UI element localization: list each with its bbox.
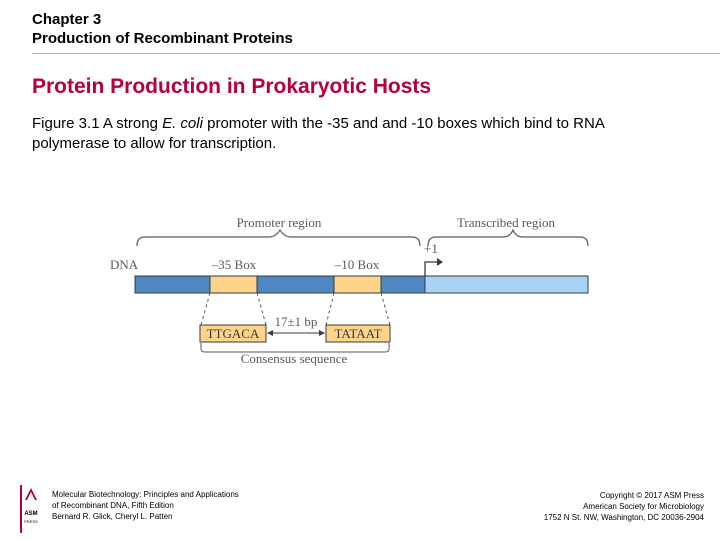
promoter-region-label: Promoter region bbox=[237, 215, 322, 230]
arrow-head bbox=[437, 258, 443, 266]
dna-promoter-segment-2 bbox=[380, 275, 426, 294]
transcribed-bracket bbox=[427, 228, 589, 247]
chapter-line: Chapter 3 bbox=[32, 11, 102, 28]
promoter-figure: Promoter region Transcribed region DNA –… bbox=[110, 215, 589, 366]
caption-suffix: promoter with the -35 and and -10 boxes … bbox=[32, 115, 604, 152]
spacing-label: 17±1 bp bbox=[275, 314, 318, 329]
dna-spacer-segment bbox=[256, 275, 335, 294]
transcription-start-arrow bbox=[424, 261, 437, 276]
seq10-label: TATAAT bbox=[334, 326, 381, 341]
header-divider bbox=[32, 53, 720, 54]
seq35-box bbox=[199, 324, 267, 343]
footer-right-line-2: American Society for Microbiology bbox=[583, 502, 704, 511]
box35-segment bbox=[209, 275, 258, 294]
seq35-label: TTGACA bbox=[207, 326, 260, 341]
spacing-arrow-right bbox=[319, 330, 325, 336]
spacing-arrow-left bbox=[267, 330, 273, 336]
box35-label: –35 Box bbox=[211, 257, 257, 272]
transcribed-region-label: Transcribed region bbox=[457, 215, 556, 230]
dna-promoter-segment-1 bbox=[134, 275, 211, 294]
seq10-box bbox=[325, 324, 391, 343]
chapter-title: Production of Recombinant Proteins bbox=[32, 30, 293, 47]
logo-text: ASM bbox=[24, 511, 37, 517]
dna-label: DNA bbox=[110, 257, 139, 272]
footer-book-info: Molecular Biotechnology: Principles and … bbox=[52, 489, 239, 522]
plus-one-label: +1 bbox=[424, 241, 438, 256]
footer-right-line-1: Copyright © 2017 ASM Press bbox=[599, 491, 704, 500]
figure-caption: Figure 3.1 A strong E. coli promoter wit… bbox=[32, 114, 682, 154]
consensus-bracket bbox=[200, 343, 390, 353]
caption-italic: E. coli bbox=[162, 115, 203, 132]
footer-left-line-2: of Recombinant DNA, Fifth Edition bbox=[52, 501, 174, 510]
footer-left-line-3: Bernard R. Glick, Cheryl L. Patten bbox=[52, 512, 173, 521]
footer-right-line-3: 1752 N St. NW, Washington, DC 20036-2904 bbox=[543, 513, 704, 522]
footer-copyright: Copyright © 2017 ASM Press American Soci… bbox=[544, 490, 704, 523]
caption-prefix: Figure 3.1 A strong bbox=[32, 115, 163, 132]
chapter-heading: Chapter 3 Production of Recombinant Prot… bbox=[32, 10, 293, 48]
slide-title: Protein Production in Prokaryotic Hosts bbox=[32, 75, 432, 98]
asm-press-logo: ASM PRESS bbox=[20, 485, 38, 533]
promoter-bracket bbox=[136, 228, 421, 247]
dna-transcribed-segment bbox=[424, 275, 589, 294]
svg-text:PRESS: PRESS bbox=[24, 519, 38, 524]
consensus-label: Consensus sequence bbox=[241, 351, 348, 366]
box10-label: –10 Box bbox=[334, 257, 380, 272]
footer-left-line-1: Molecular Biotechnology: Principles and … bbox=[52, 490, 239, 499]
box10-segment bbox=[333, 275, 382, 294]
